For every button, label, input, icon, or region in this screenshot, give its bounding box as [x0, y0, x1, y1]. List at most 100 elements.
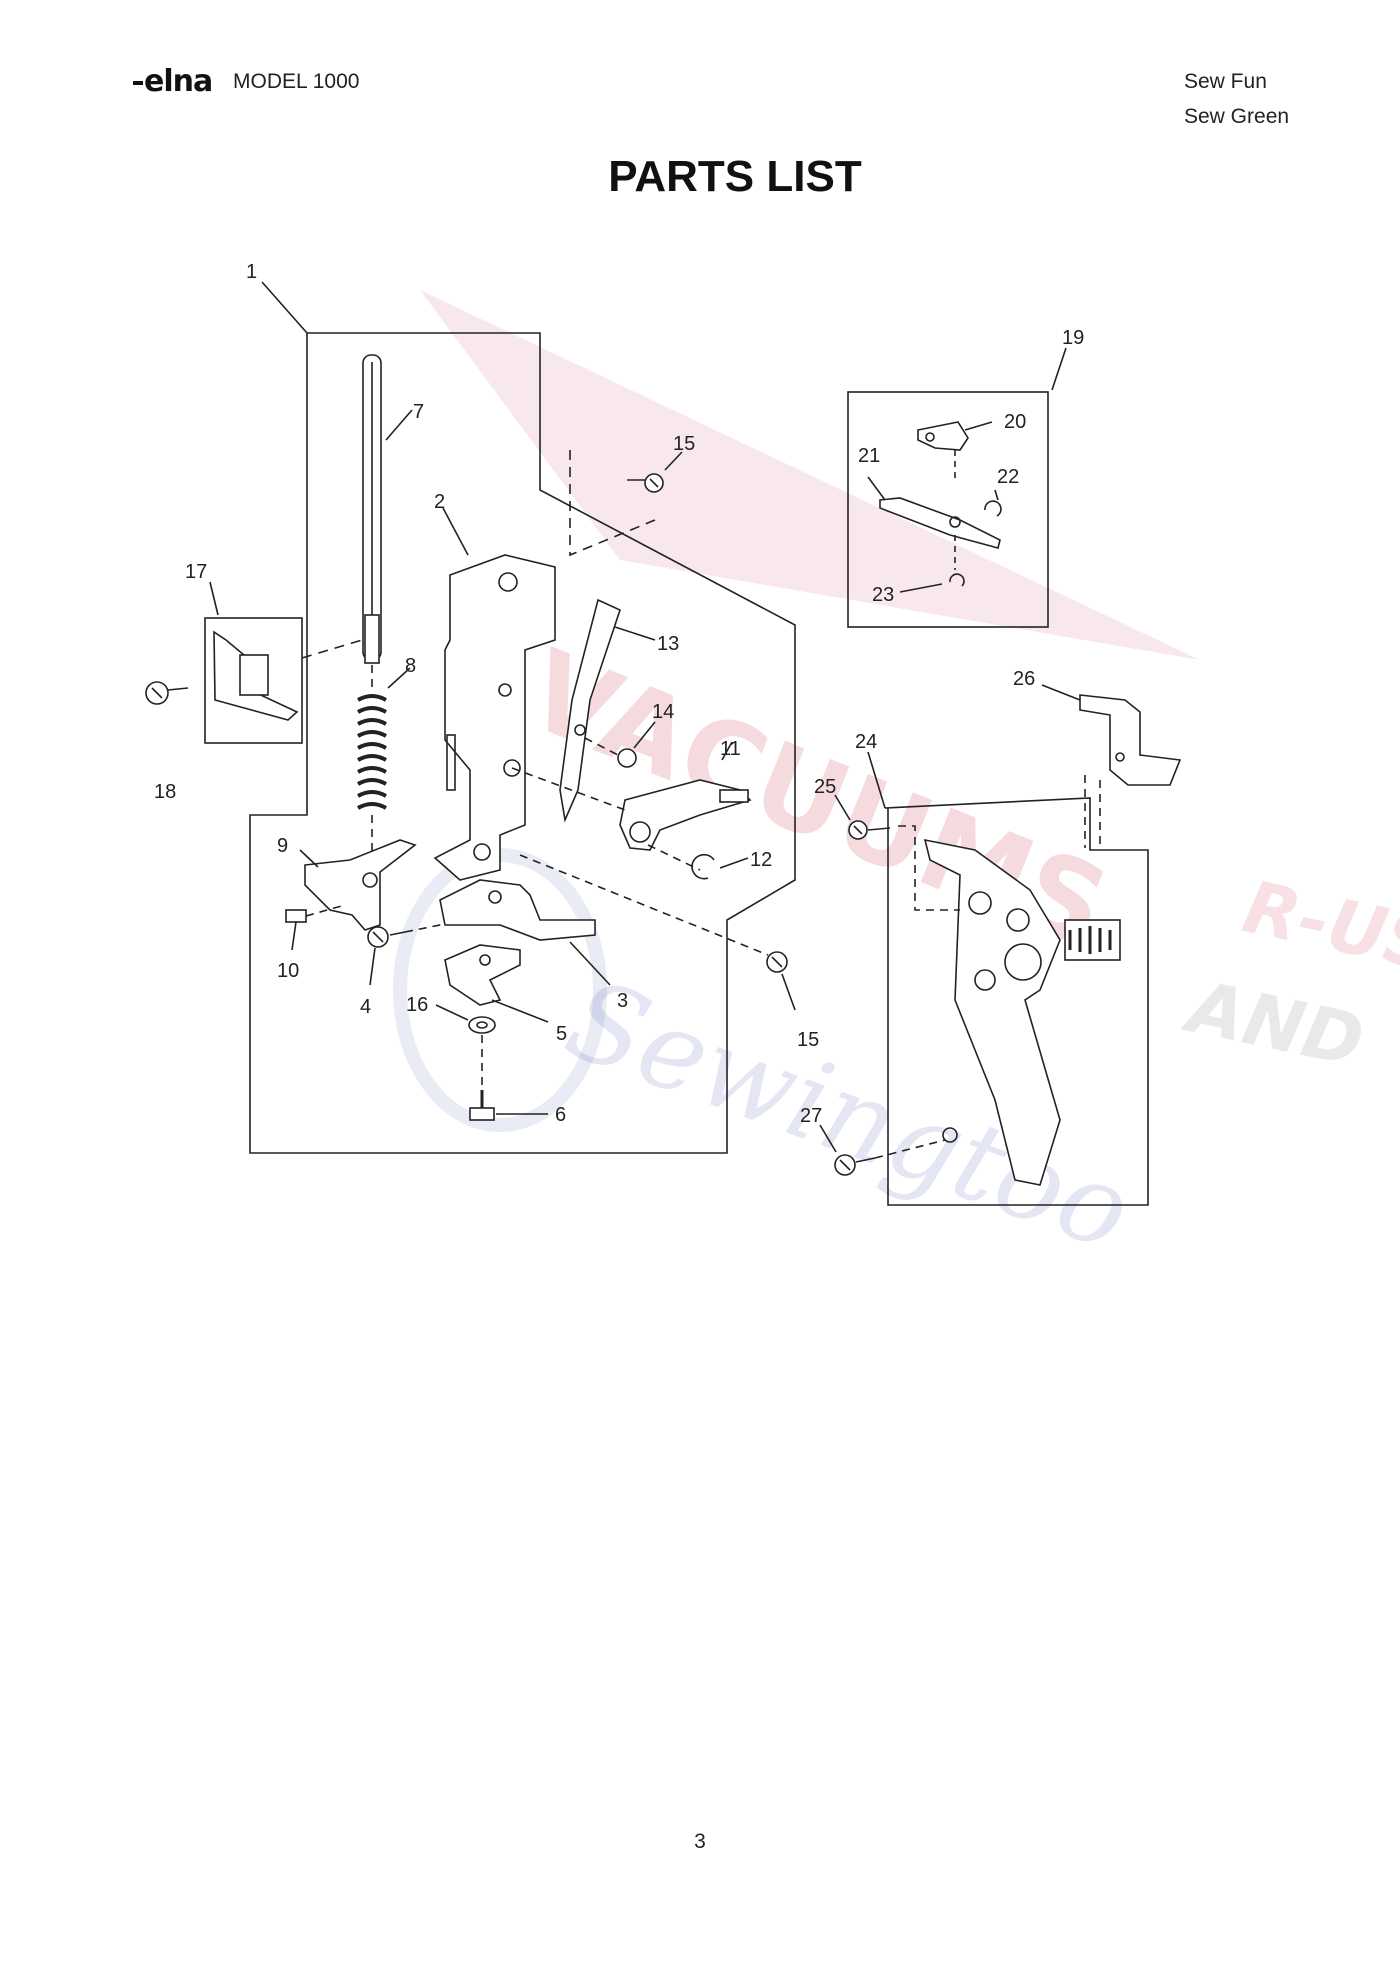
leader-1	[261, 281, 308, 334]
bracket-2-hole	[498, 572, 518, 592]
part-20-hole	[925, 432, 935, 442]
callout-27: 27	[800, 1105, 822, 1127]
box-24-outline	[884, 797, 1149, 1206]
leader-14	[633, 721, 656, 749]
bracket-2-hole-2	[473, 843, 491, 861]
screw-15-slot	[649, 478, 659, 488]
dash-14	[584, 737, 619, 756]
leader-9	[299, 849, 319, 868]
leader-11	[721, 741, 733, 761]
leader-2	[442, 507, 469, 556]
lever-24-boss	[1004, 943, 1042, 981]
screw-25-cross	[853, 825, 863, 835]
callout-18: 18	[154, 781, 176, 803]
callout-labels: 1 2 3 4 5 6 7 8 9 10 11 12 13 14 15 15 1…	[154, 261, 1084, 1127]
model-name: MODEL 1000	[233, 70, 360, 93]
screw-18-stem	[167, 687, 189, 691]
dash-15-lower	[519, 854, 769, 956]
callout-5: 5	[556, 1023, 567, 1045]
spring-22	[984, 500, 1002, 517]
leader-10	[291, 921, 297, 951]
callout-10: 10	[277, 960, 299, 982]
brand-logo: elna	[133, 64, 213, 99]
part-21-hub	[949, 516, 961, 528]
washer-16-hole	[476, 1021, 488, 1029]
part-21	[879, 497, 1001, 549]
part-26-hole	[1115, 752, 1125, 762]
dash-15-top	[569, 450, 656, 557]
lever-13-hole	[574, 724, 586, 736]
lever-24-hole-2	[1006, 908, 1030, 932]
callout-19: 19	[1062, 327, 1084, 349]
callout-13: 13	[657, 633, 679, 655]
part-9	[304, 839, 417, 931]
part-9-hole	[362, 872, 378, 888]
part-3	[439, 879, 596, 941]
page-title: PARTS LIST	[608, 152, 862, 201]
leader-5	[491, 999, 549, 1023]
dash-27	[874, 1139, 946, 1159]
callout-9: 9	[277, 835, 288, 857]
washer-16	[468, 1016, 496, 1034]
assembly-1-outline	[249, 332, 796, 1154]
lever-24-hole-3	[974, 969, 996, 991]
callout-15-top: 15	[673, 433, 695, 455]
part-3-hole	[488, 890, 502, 904]
e-ring-12	[691, 853, 715, 880]
screw-18-cross	[151, 687, 163, 699]
lever-11-hole	[629, 821, 651, 843]
foot-17-box	[204, 617, 303, 744]
callout-21: 21	[858, 445, 880, 467]
screw-25-stem	[867, 827, 891, 831]
lever-24-spring	[1068, 926, 1112, 954]
leader-16	[435, 1004, 469, 1021]
tagline-sew-green: Sew Green	[1184, 105, 1290, 128]
lever-13	[559, 598, 621, 823]
leader-3	[569, 941, 611, 986]
screw-27-cross	[839, 1159, 851, 1171]
dash-11-12	[647, 844, 701, 871]
screw-4-cross	[372, 931, 384, 943]
callout-3: 3	[617, 990, 628, 1012]
leader-23	[899, 583, 943, 593]
callout-6: 6	[555, 1104, 566, 1126]
part-26	[1079, 694, 1182, 786]
leader-24	[867, 751, 886, 809]
callout-24: 24	[855, 731, 877, 753]
leader-22	[994, 489, 999, 501]
leader-13	[614, 626, 656, 641]
dash-2-11	[511, 767, 626, 811]
callout-22: 22	[997, 466, 1019, 488]
dash-10	[305, 904, 346, 917]
screw-10	[285, 909, 307, 923]
callout-4: 4	[360, 996, 371, 1018]
part-20	[917, 421, 969, 451]
leader-19	[1051, 347, 1067, 391]
leader-26	[1041, 684, 1081, 701]
bracket-2-pin-1	[498, 683, 512, 697]
tagline-sew-fun: Sew Fun	[1184, 70, 1267, 93]
leader-27	[819, 1124, 837, 1153]
lever-24-hole-1	[968, 891, 992, 915]
screw-6	[469, 1107, 495, 1121]
lever-24-spring-unit	[1064, 919, 1121, 961]
spring-8	[357, 694, 387, 810]
callout-17: 17	[185, 561, 207, 583]
callout-25: 25	[814, 776, 836, 798]
leader-12	[719, 857, 749, 869]
foot-17-shank	[239, 654, 269, 696]
watermark-and: AND	[1177, 963, 1371, 1083]
leader-15-lower	[781, 973, 796, 1011]
callout-26: 26	[1013, 668, 1035, 690]
callout-14: 14	[652, 701, 674, 723]
screw-27-stem	[855, 1157, 876, 1163]
page-number: 3	[694, 1830, 706, 1853]
presser-bar-tip	[364, 614, 380, 664]
callout-20: 20	[1004, 411, 1026, 433]
dash-17	[301, 639, 363, 659]
bracket-2-pin-2	[503, 759, 521, 777]
screw-4-stem	[389, 931, 406, 936]
leader-15-top	[664, 451, 683, 471]
bracket-2-slot	[446, 734, 456, 791]
